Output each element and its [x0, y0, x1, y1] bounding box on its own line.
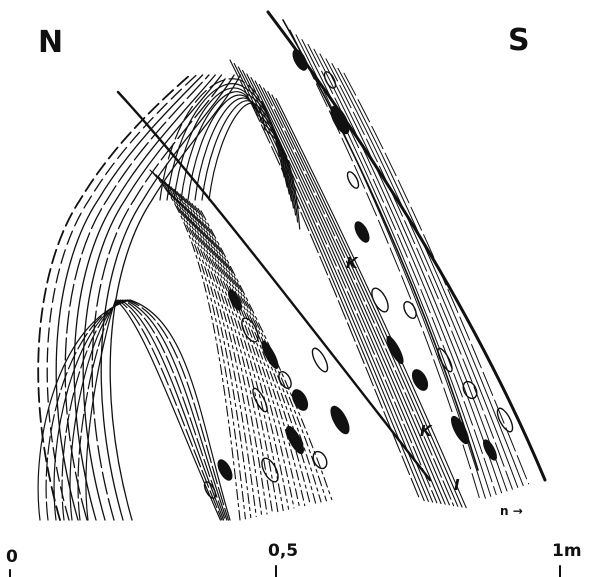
fold-line [101, 75, 234, 520]
lens-mark [250, 387, 269, 414]
fold-line [74, 75, 215, 520]
south-label: S [508, 23, 530, 58]
fold-line [290, 30, 480, 500]
corner-label: n → [500, 504, 523, 518]
lens-mark [310, 449, 329, 471]
lens-mark [239, 316, 262, 345]
lens-mark [202, 480, 218, 500]
lens-mark [345, 170, 361, 190]
lens-mark [290, 48, 309, 72]
lens-mark [352, 220, 371, 244]
lens-mark [309, 346, 330, 374]
north-label: N [38, 25, 63, 60]
fold-line [165, 182, 267, 514]
zone-label-i: I [454, 476, 460, 494]
lens-mark [410, 367, 431, 392]
zone-label-k: K [346, 254, 359, 272]
fold-line [83, 75, 221, 520]
lens-mark [290, 387, 311, 412]
scale-start: 0 [6, 547, 18, 567]
fold-lines [38, 30, 528, 520]
fold-line [110, 75, 240, 520]
scale-end: 1m [552, 541, 582, 561]
lens-mark [401, 300, 418, 321]
fold-line [230, 60, 420, 500]
lens-mark [328, 404, 353, 436]
zone-label-lower: K [420, 422, 433, 440]
lens-mark [259, 340, 280, 370]
scale-middle: 0,5 [268, 541, 298, 561]
